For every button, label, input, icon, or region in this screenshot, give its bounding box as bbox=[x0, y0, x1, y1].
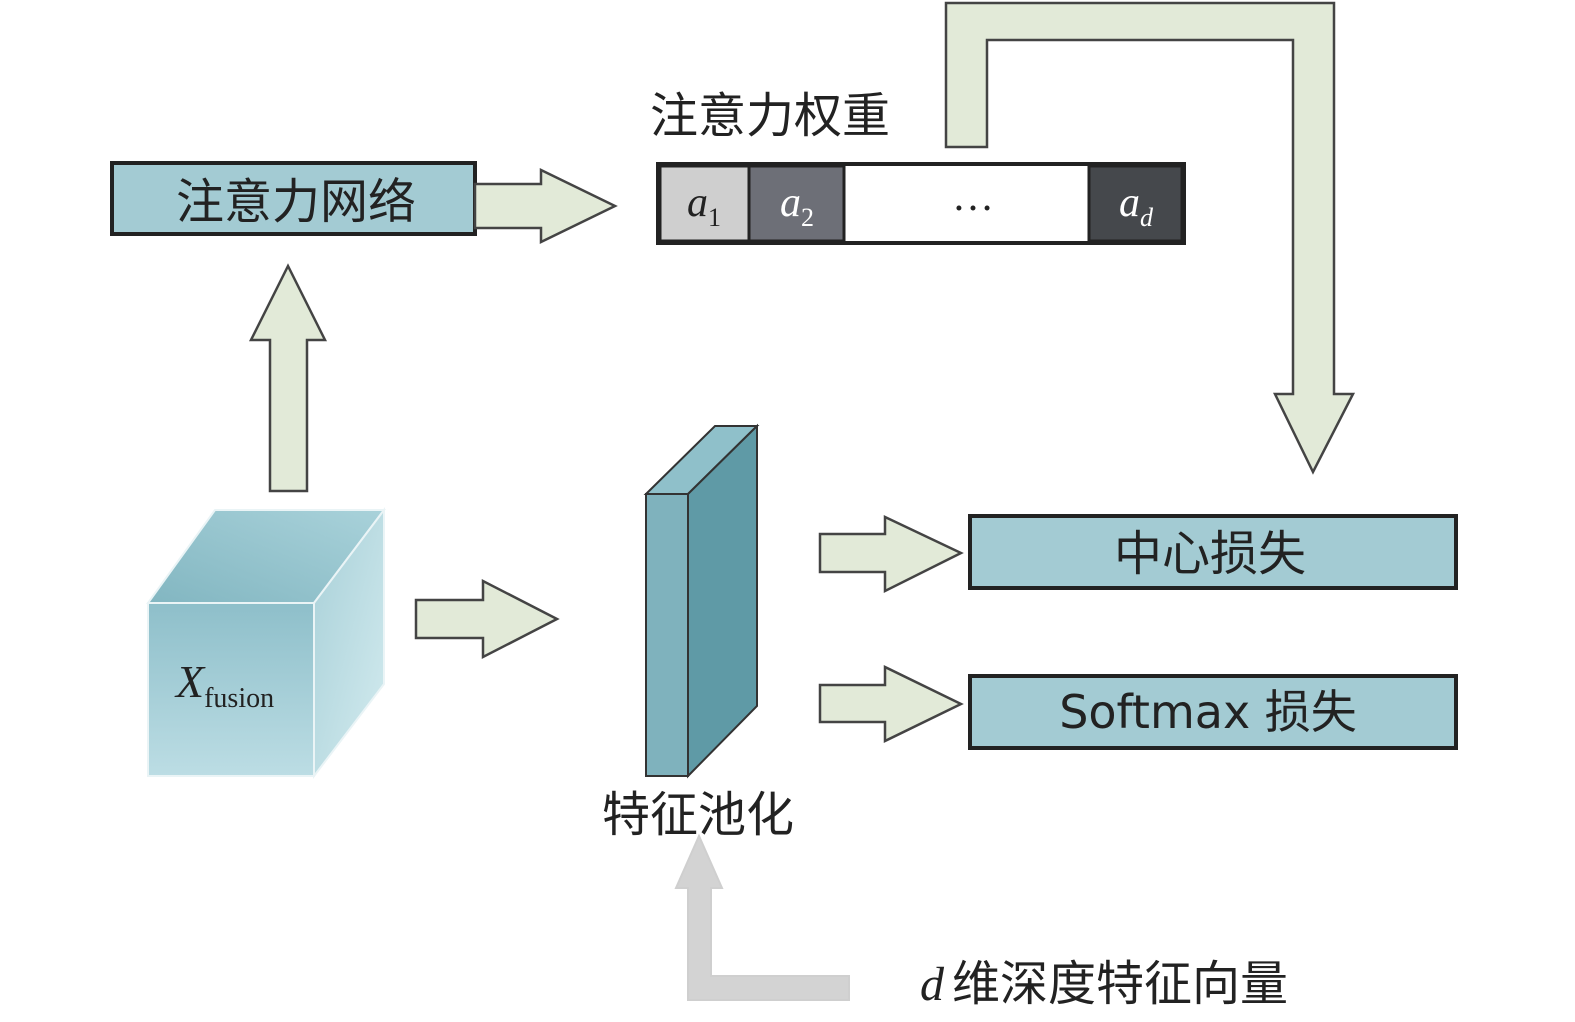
cube-label: Xfusion bbox=[174, 656, 274, 714]
x-fusion-cube: Xfusion bbox=[146, 507, 387, 779]
feature-pooling-label: 特征池化 bbox=[602, 787, 794, 843]
weight-cell-a1 bbox=[658, 164, 751, 243]
weight-vector: a1 a2 … ad bbox=[656, 162, 1186, 245]
attention-weights-label: 注意力权重 bbox=[650, 88, 890, 144]
weight-ellipsis: … bbox=[952, 174, 994, 220]
arrow-to-softmax-loss bbox=[818, 665, 964, 743]
attention-network-label: 注意力网络 bbox=[176, 174, 416, 230]
feature-pooling-slab bbox=[643, 423, 760, 779]
softmax-loss-box bbox=[968, 674, 1458, 750]
center-loss-label: 中心损失 bbox=[1114, 526, 1306, 582]
attention-network-box bbox=[110, 161, 477, 236]
arrow-feature-vector-to-pooling bbox=[674, 833, 850, 1001]
weight-a2: a2 bbox=[780, 180, 814, 232]
arrow-cube-to-attention bbox=[248, 263, 328, 493]
arrow-to-weights bbox=[473, 168, 618, 244]
weight-ad: ad bbox=[1119, 180, 1154, 232]
arrow-weights-to-losses bbox=[944, 1, 1356, 475]
weight-cell-ad bbox=[1087, 164, 1184, 243]
weight-a1: a1 bbox=[687, 180, 721, 232]
cube-front-face bbox=[147, 602, 315, 777]
arrow-cube-to-pooling bbox=[414, 578, 560, 660]
slab-front bbox=[645, 493, 689, 777]
arrow-to-center-loss bbox=[818, 515, 964, 594]
center-loss-box bbox=[968, 514, 1458, 590]
softmax-loss-label: Softmax 损失 bbox=[1059, 685, 1357, 739]
